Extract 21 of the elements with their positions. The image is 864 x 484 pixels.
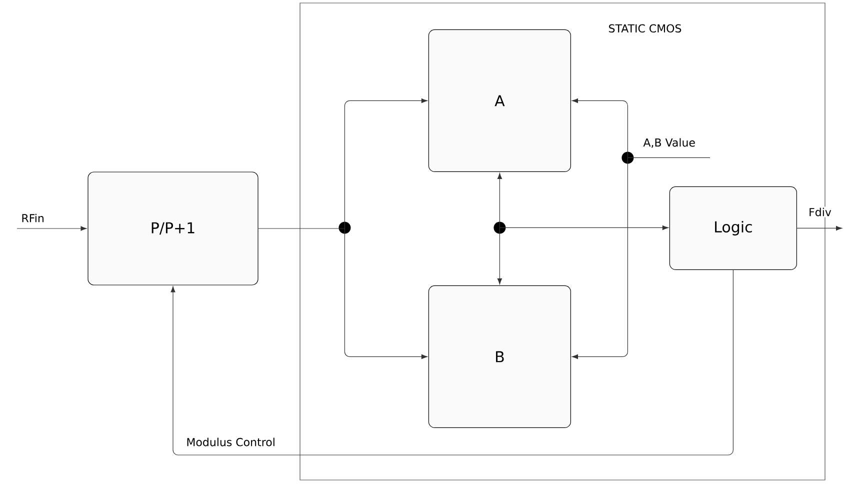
arrow <box>497 172 502 228</box>
process-box: P/P+1 <box>88 172 258 286</box>
arrow <box>499 225 668 230</box>
process-box: B <box>428 285 571 428</box>
arrow <box>16 226 87 231</box>
junction-dot <box>338 222 351 234</box>
junction-dot <box>494 222 506 234</box>
edge-label: RFin <box>20 212 46 224</box>
arrow <box>572 98 628 158</box>
process-box: Logic <box>669 186 797 270</box>
process-box: A <box>428 29 571 172</box>
arrow <box>497 227 502 284</box>
arrow <box>572 157 628 359</box>
arrow <box>344 227 428 359</box>
junction-dot <box>622 152 634 164</box>
edge-label: Modulus Control <box>185 436 276 448</box>
arrow <box>170 270 734 456</box>
arrow <box>796 226 842 230</box>
edge-label: A,B Value <box>642 137 696 149</box>
arrow <box>344 98 428 228</box>
edge-label: Fdiv <box>808 206 832 218</box>
